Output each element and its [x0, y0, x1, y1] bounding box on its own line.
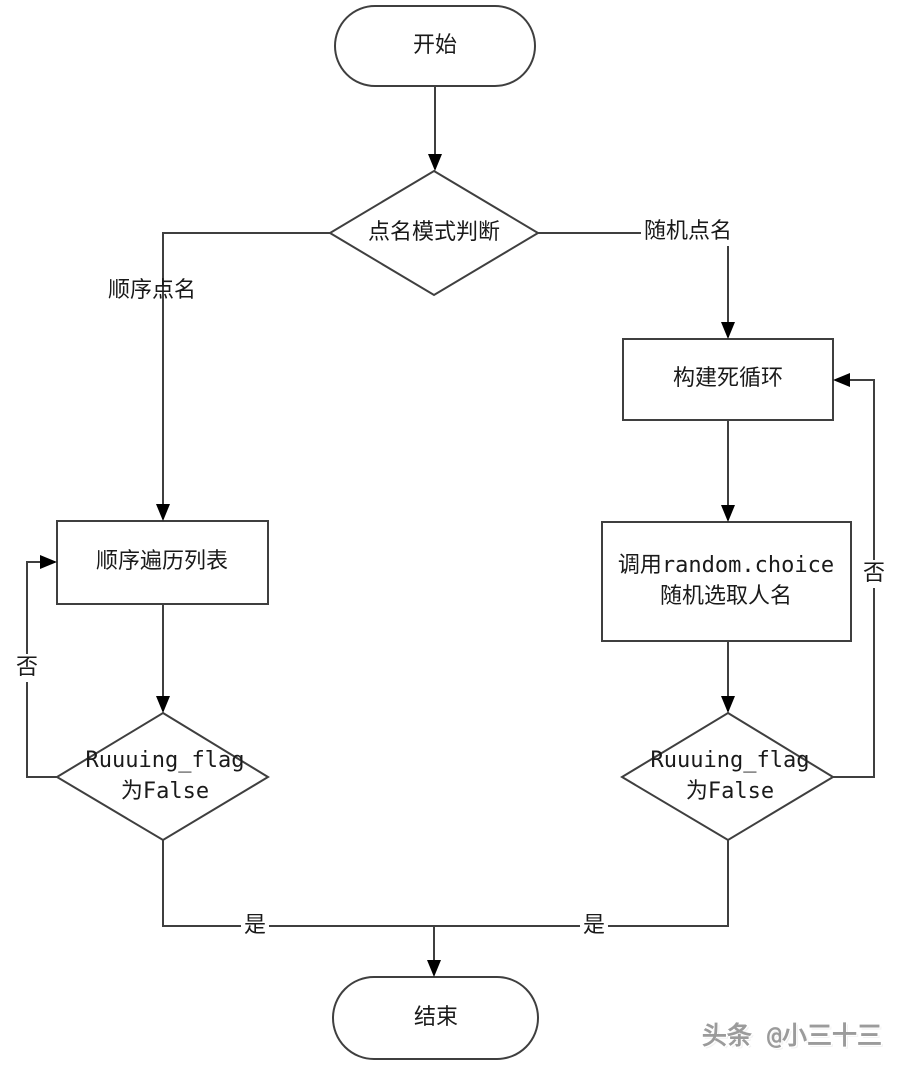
arrowhead-into-decision — [428, 154, 442, 171]
end-node-label: 结束 — [413, 1005, 459, 1030]
arrowhead-no-loop-right — [833, 373, 850, 387]
seq-traverse-label: 顺序遍历列表 — [95, 549, 229, 574]
left-no-label: 否 — [12, 654, 42, 682]
flag-left-label-line1: Ruuuing_flag — [85, 748, 245, 773]
flag-left-label-line2: 为False — [120, 779, 210, 804]
flag-right-label: Ruuuing_flag 为False — [651, 745, 810, 807]
mode-decision-shape — [328, 169, 540, 297]
start-node-label: 开始 — [412, 33, 458, 58]
edge-decision-to-build-loop — [538, 232, 729, 337]
right-yes-label: 是 — [579, 912, 609, 940]
random-choice-label: 调用random.choice 随机选取人名 — [618, 550, 834, 612]
random-choice-label-line1: 调用random.choice — [617, 553, 835, 578]
build-loop-label: 构建死循环 — [672, 366, 784, 391]
edge-flag-left-yes — [162, 840, 434, 927]
arrowhead-into-seq-traverse — [156, 504, 170, 521]
random-choice-shape — [601, 521, 852, 642]
end-node-shape — [332, 976, 539, 1060]
flag-right-label-line2: 为False — [685, 779, 775, 804]
flag-right-label-line1: Ruuuing_flag — [650, 748, 810, 773]
flag-right-shape — [620, 711, 835, 842]
edge-flag-right-yes — [434, 840, 729, 927]
watermark-text: 头条 @小三十三 — [701, 1021, 882, 1050]
edge-decision-to-seq-traverse — [162, 232, 330, 519]
mode-decision-label: 点名模式判断 — [367, 220, 501, 245]
seq-branch-label: 顺序点名 — [107, 278, 197, 303]
flag-left-shape — [55, 711, 270, 842]
right-no-label: 否 — [859, 560, 889, 588]
arrowhead-into-random-choice — [721, 505, 735, 522]
arrowhead-into-end — [427, 960, 441, 977]
random-branch-label: 随机点名 — [640, 218, 736, 246]
random-choice-label-line2: 随机选取人名 — [659, 584, 792, 609]
left-yes-label: 是 — [240, 912, 270, 940]
flag-left-label: Ruuuing_flag 为False — [86, 745, 245, 807]
arrowhead-no-loop-left — [40, 555, 57, 569]
arrowhead-into-flag-right — [721, 696, 735, 713]
arrowhead-into-build-loop — [721, 322, 735, 339]
seq-traverse-shape — [56, 520, 269, 605]
arrowhead-into-flag-left — [156, 696, 170, 713]
start-node-shape — [334, 5, 536, 87]
